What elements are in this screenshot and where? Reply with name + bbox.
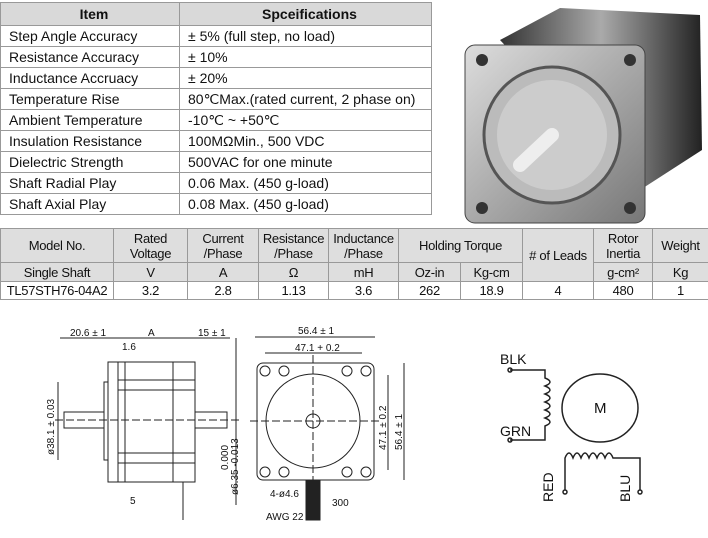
- h-weight: Weight: [652, 228, 708, 263]
- shaft: Single Shaft: [0, 262, 114, 282]
- dim-label: 47.1 ± 0.2: [378, 405, 389, 450]
- spec-value: ± 20%: [179, 67, 432, 89]
- wire-label-blk: BLK: [500, 351, 527, 367]
- spec-label: Step Angle Accuracy: [0, 25, 180, 47]
- motor-label: M: [594, 400, 607, 417]
- spec-label: Shaft Axial Play: [0, 193, 180, 215]
- h-voltage: Rated Voltage: [113, 228, 188, 263]
- h-model: Model No.: [0, 228, 114, 263]
- dimension-drawing: 20.6 ± 1 A 15 ± 1 1.6 ø38.1 ± 0.03 5 0.0…: [46, 326, 405, 523]
- spec-value: 100MΩMin., 500 VDC: [179, 130, 432, 152]
- header-item: Item: [0, 2, 180, 26]
- unit: Ω: [258, 262, 329, 282]
- cell: 4: [522, 281, 595, 300]
- cell: 1: [652, 281, 708, 300]
- cell: 480: [593, 281, 654, 300]
- cell: 1.13: [258, 281, 329, 300]
- spec-value: ± 5% (full step, no load): [179, 25, 432, 47]
- dim-label: AWG 22: [266, 512, 304, 523]
- table-row: TL57STH76-04A2 3.2 2.8 1.13 3.6 262 18.9…: [0, 281, 708, 300]
- cell: 262: [398, 281, 461, 300]
- spec-label: Shaft Radial Play: [0, 172, 180, 194]
- unit: Kg-cm: [459, 262, 524, 282]
- dim-label: 300: [332, 498, 349, 509]
- unit: mH: [328, 262, 399, 282]
- h-current: Current /Phase: [187, 228, 259, 263]
- motor-photo: [464, 8, 702, 224]
- dim-label: 1.6: [122, 342, 136, 353]
- dim-label: ø6.35 -0.013: [230, 438, 241, 495]
- spec-value: 0.06 Max. (450 g-load): [179, 172, 432, 194]
- dim-label: ø38.1 ± 0.03: [46, 398, 57, 455]
- spec-value: 500VAC for one minute: [179, 151, 432, 173]
- spec-value: 80℃Max.(rated current, 2 phase on): [179, 88, 432, 110]
- cell: 18.9: [459, 281, 524, 300]
- spec-label: Dielectric Strength: [0, 151, 180, 173]
- dim-label: 56.4 ± 1: [394, 413, 405, 450]
- dim-label: 5: [130, 496, 136, 507]
- model-table: Model No. Rated Voltage Current /Phase R…: [0, 228, 708, 300]
- spec-label: Inductance Accruacy: [0, 67, 180, 89]
- dim-label: 0.000: [220, 445, 231, 470]
- unit: g-cm²: [593, 262, 654, 282]
- dim-label: 15 ± 1: [198, 328, 226, 339]
- spec-value: -10℃ ~ +50℃: [179, 109, 432, 131]
- h-leads: # of Leads: [522, 228, 595, 282]
- unit: V: [113, 262, 188, 282]
- wiring-diagram: BLK GRN M RED BLU: [500, 351, 643, 502]
- cell: 2.8: [187, 281, 259, 300]
- spec-label: Insulation Resistance: [0, 130, 180, 152]
- h-resistance: Resistance /Phase: [258, 228, 329, 263]
- spec-label: Resistance Accuracy: [0, 46, 180, 68]
- dim-label: 20.6 ± 1: [70, 328, 107, 339]
- dim-label: 56.4 ± 1: [298, 326, 335, 337]
- cell: 3.2: [113, 281, 188, 300]
- wire-label-blu: BLU: [617, 475, 633, 502]
- cell-model: TL57STH76-04A2: [0, 281, 114, 300]
- cell: 3.6: [328, 281, 399, 300]
- dim-label: 47.1 + 0.2: [295, 343, 340, 354]
- dim-label: A: [148, 328, 155, 339]
- dim-label: 4-ø4.6: [270, 489, 299, 500]
- spec-label: Ambient Temperature: [0, 109, 180, 131]
- unit: A: [187, 262, 259, 282]
- spec-value: 0.08 Max. (450 g-load): [179, 193, 432, 215]
- wire-label-red: RED: [540, 472, 556, 502]
- spec-label: Temperature Rise: [0, 88, 180, 110]
- unit: Oz-in: [398, 262, 461, 282]
- spec-value: ± 10%: [179, 46, 432, 68]
- wire-label-grn: GRN: [500, 423, 531, 439]
- h-inductance: Inductance /Phase: [328, 228, 399, 263]
- header-spec: Spceifications: [179, 2, 432, 26]
- h-torque: Holding Torque: [397, 228, 524, 263]
- h-inertia: Rotor Inertia: [593, 228, 654, 263]
- unit: Kg: [652, 262, 708, 282]
